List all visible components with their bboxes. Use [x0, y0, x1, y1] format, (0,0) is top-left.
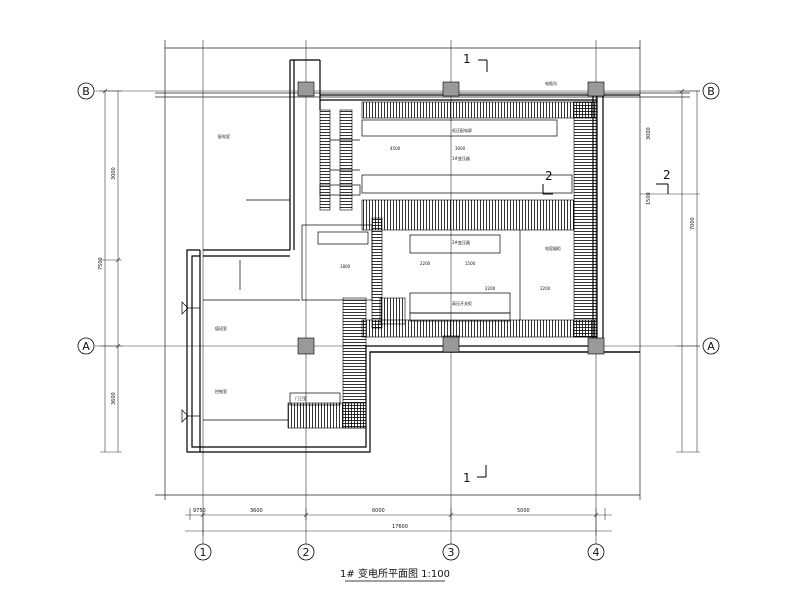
right-dim-2: 1500 — [646, 192, 652, 205]
section-mark-1-bottom: 1 — [463, 465, 487, 485]
outer-frame — [155, 40, 690, 500]
room-label-5: 控制室 — [215, 388, 227, 394]
axis-bubble-col-4: 4 — [587, 543, 605, 561]
entrance-arrows — [181, 301, 200, 423]
plan-dim-1: 4500 — [390, 146, 401, 151]
section-label-1-bottom: 1 — [463, 471, 471, 485]
room-label-1: 配电室 — [218, 133, 230, 139]
room-label-6: 电缆沟 — [545, 80, 557, 86]
axis-bubble-row-a-right: A — [702, 337, 720, 355]
axis-bubble-col-3: 3 — [442, 543, 460, 561]
cable-trenches — [287, 101, 598, 429]
bottom-dim-2: 3600 — [250, 508, 263, 514]
section-mark-2-right: 2 — [656, 168, 671, 194]
svg-text:1: 1 — [200, 546, 207, 559]
right-dim-1: 3000 — [646, 127, 652, 140]
plan-dim-3: 2200 — [420, 261, 431, 266]
plan-dim-4: 1500 — [465, 261, 476, 266]
svg-text:2: 2 — [303, 546, 310, 559]
equipment-outlines — [203, 119, 573, 421]
plan-dim-2: 3000 — [455, 146, 466, 151]
axis-bubble-row-a-left: A — [77, 337, 95, 355]
svg-text:A: A — [82, 340, 90, 353]
bottom-dim-1: 9750 — [193, 508, 206, 514]
drawing-title: 1# 变电所平面图 1:100 — [340, 567, 450, 580]
svg-text:B: B — [707, 85, 715, 98]
structural-columns — [297, 81, 605, 355]
axis-bubble-col-1: 1 — [194, 543, 212, 561]
plan-dim-7: 2200 — [540, 286, 551, 291]
left-dim-2: 7500 — [98, 257, 104, 270]
section-label-1-top: 1 — [463, 52, 471, 66]
bottom-dimensions — [185, 508, 612, 536]
room-label-4: 值班室 — [215, 325, 227, 331]
bottom-total-dim: 17600 — [392, 524, 408, 530]
plan-dim-5: 2200 — [485, 286, 496, 291]
building-walls — [186, 59, 640, 453]
room-label-8: 高压开关柜 — [452, 300, 472, 306]
left-dim-1: 3000 — [111, 167, 117, 180]
svg-text:B: B — [82, 85, 90, 98]
svg-text:4: 4 — [593, 546, 600, 559]
room-label-3: 2#变压器 — [452, 239, 470, 245]
room-label-2: 1#变压器 — [452, 155, 470, 161]
section-mark-2-inner: 2 — [542, 169, 553, 195]
plan-dim-6: 1800 — [340, 264, 351, 269]
section-label-2-inner: 2 — [545, 169, 553, 183]
bottom-dim-3: 6000 — [372, 508, 385, 514]
right-dimensions — [640, 88, 700, 453]
left-dimensions — [100, 88, 122, 453]
axis-bubble-row-b-right: B — [702, 82, 720, 100]
room-label-10: 门卫室 — [295, 395, 307, 401]
right-dim-3: 7000 — [690, 217, 696, 230]
axis-bubble-col-2: 2 — [297, 543, 315, 561]
svg-text:3: 3 — [448, 546, 455, 559]
svg-text:A: A — [707, 340, 715, 353]
room-label-9: 电容器柜 — [545, 245, 561, 251]
section-mark-1-top: 1 — [463, 52, 488, 72]
room-label-7: 低压配电屏 — [452, 127, 472, 133]
bottom-dim-4: 5000 — [517, 508, 530, 514]
left-dim-3: 3600 — [111, 392, 117, 405]
axis-bubble-row-b-left: B — [77, 82, 95, 100]
section-label-2-right: 2 — [663, 168, 671, 182]
